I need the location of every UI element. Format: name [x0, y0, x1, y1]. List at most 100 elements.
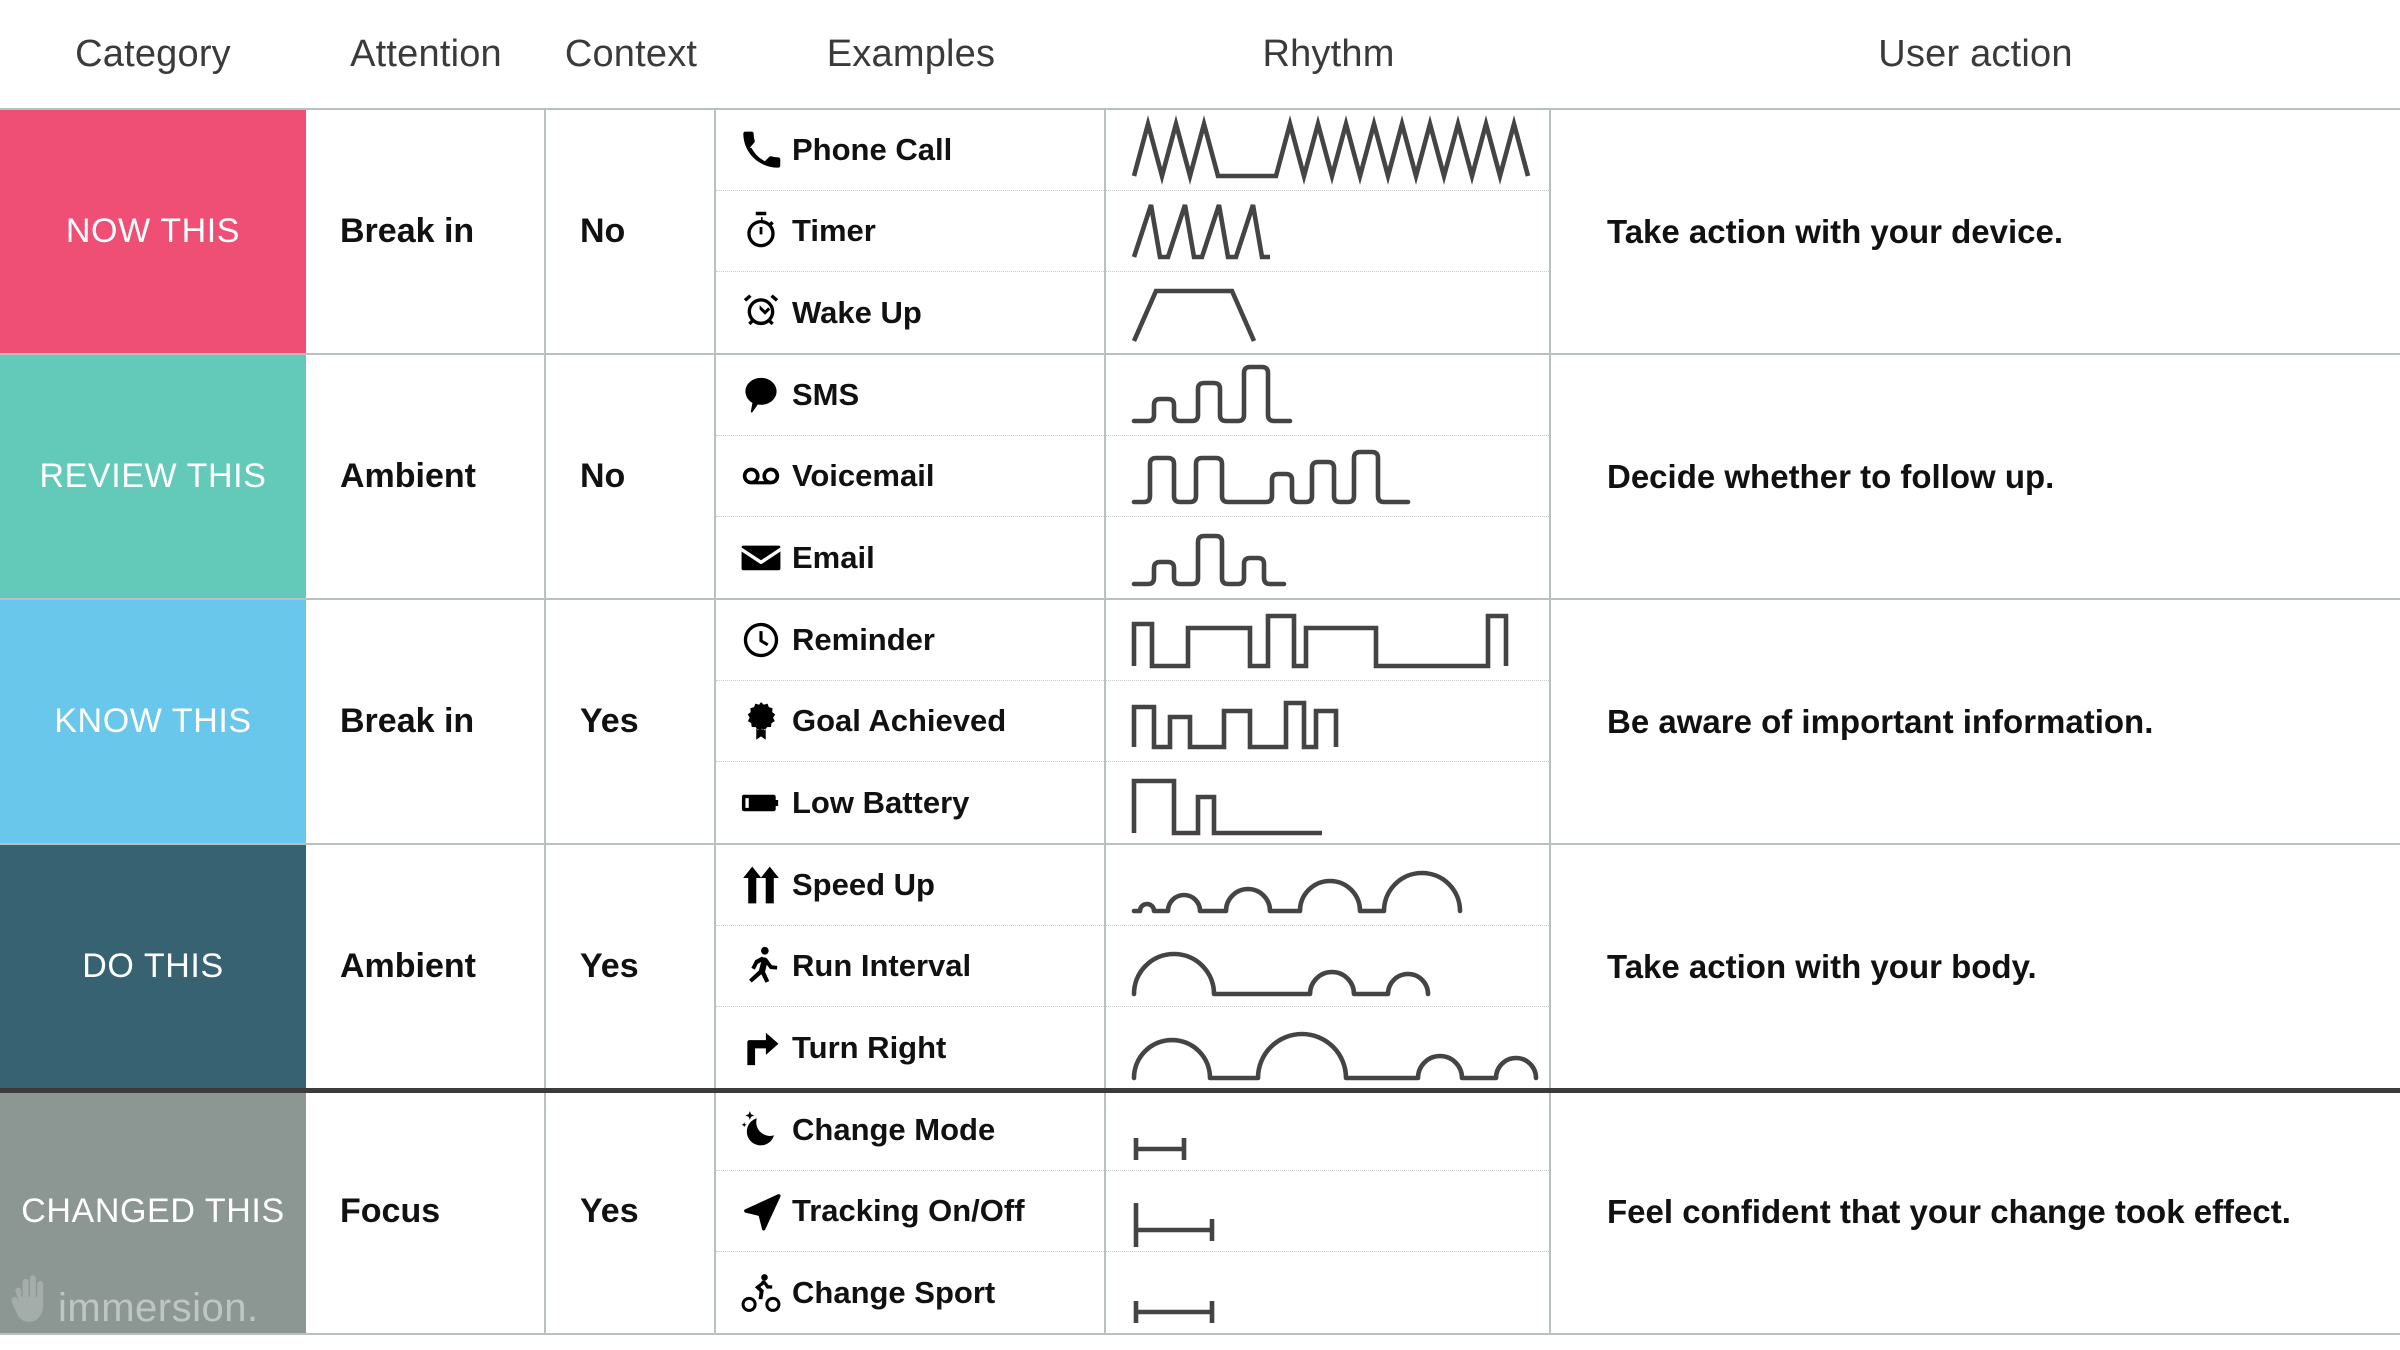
table-row: CHANGED THIS immersion. Focus Yes Change Mod…: [0, 1090, 2400, 1335]
context-value: Yes: [580, 702, 639, 740]
example-label: Reminder: [792, 622, 935, 657]
example-item: Speed Up: [716, 845, 1104, 926]
rhythm-cell: [1106, 110, 1551, 355]
example-item: Low Battery: [716, 762, 1104, 843]
rhythm-item: [1106, 681, 1549, 762]
hand-logo-icon: [8, 1274, 52, 1331]
turn-right-arrow-icon: [730, 1027, 792, 1069]
rhythm-item: [1106, 517, 1549, 598]
chat-bubble-icon: [730, 374, 792, 416]
category-label: REVIEW THIS: [39, 457, 267, 495]
user-action-cell: Feel confident that your change took eff…: [1551, 1090, 2400, 1335]
cyclist-icon: [730, 1272, 792, 1314]
context-cell: No: [546, 110, 716, 355]
example-label: Change Sport: [792, 1274, 996, 1310]
example-item: Wake Up: [716, 272, 1104, 353]
immersion-watermark: immersion.: [8, 1274, 259, 1331]
category-swatch-changed-this: CHANGED THIS immersion.: [0, 1090, 306, 1335]
rhythm-item: [1106, 845, 1549, 926]
attention-value: Ambient: [340, 947, 476, 985]
user-action-text: Take action with your body.: [1607, 947, 2037, 985]
rhythm-waveform-medium-bracket: [1126, 1257, 1566, 1329]
column-header-category: Category: [75, 32, 231, 75]
user-action-text: Be aware of important information.: [1607, 702, 2154, 740]
rhythm-waveform-four-triangles: [1126, 195, 1566, 267]
category-swatch-know-this: KNOW THIS: [0, 600, 306, 845]
battery-low-icon: [730, 782, 792, 824]
example-label: Turn Right: [792, 1029, 947, 1065]
rhythm-cell: [1106, 600, 1551, 845]
voicemail-icon: [730, 455, 792, 497]
category-swatch-now-this: NOW THIS: [0, 110, 306, 355]
moon-stars-icon: [730, 1109, 792, 1151]
context-value: Yes: [580, 1192, 639, 1230]
context-value: No: [580, 457, 626, 495]
rhythm-item: [1106, 1171, 1549, 1252]
example-item: Turn Right: [716, 1007, 1104, 1088]
rhythm-waveform-short-bracket: [1126, 1094, 1566, 1166]
envelope-icon: [730, 537, 792, 579]
example-label: Voicemail: [792, 458, 935, 493]
rhythm-waveform-mixed-arcs: [1126, 1012, 1566, 1084]
rhythm-item: [1106, 600, 1549, 681]
rhythm-waveform-wide-square-train: [1126, 604, 1566, 676]
example-item: Reminder: [716, 600, 1104, 681]
attention-value: Focus: [340, 1192, 441, 1230]
context-cell: Yes: [546, 600, 716, 845]
rhythm-waveform-tall-left-bracket: [1126, 1175, 1566, 1247]
example-item: Change Sport: [716, 1252, 1104, 1333]
stopwatch-icon: [730, 210, 792, 252]
category-swatch-do-this: DO THIS: [0, 845, 306, 1090]
user-action-text: Feel confident that your change took eff…: [1607, 1192, 2291, 1230]
category-swatch-review-this: REVIEW THIS: [0, 355, 306, 600]
rhythm-waveform-three-pulses-small-large-small: [1126, 522, 1566, 594]
user-action-cell: Take action with your body.: [1551, 845, 2400, 1090]
attention-value: Break in: [340, 212, 475, 250]
rhythm-cell: [1106, 1090, 1551, 1335]
example-item: Phone Call: [716, 110, 1104, 191]
phone-icon: [730, 129, 792, 171]
example-item: Change Mode: [716, 1090, 1104, 1171]
rhythm-item: [1106, 272, 1549, 353]
user-action-cell: Be aware of important information.: [1551, 600, 2400, 845]
column-header-rhythm: Rhythm: [1262, 32, 1395, 75]
example-item: Tracking On/Off: [716, 1171, 1104, 1252]
example-label: Phone Call: [792, 132, 953, 167]
context-cell: Yes: [546, 1090, 716, 1335]
context-value: Yes: [580, 947, 639, 985]
rhythm-waveform-single-trapezoid: [1126, 277, 1566, 349]
rhythm-item: [1106, 762, 1549, 843]
rhythm-waveform-short-square-train: [1126, 685, 1566, 757]
attention-value: Break in: [340, 702, 475, 740]
attention-cell: Focus: [306, 1090, 546, 1335]
rhythm-item: [1106, 1007, 1549, 1088]
context-value: No: [580, 212, 626, 250]
context-cell: No: [546, 355, 716, 600]
example-item: Run Interval: [716, 926, 1104, 1007]
user-action-cell: Take action with your device.: [1551, 110, 2400, 355]
example-label: Change Mode: [792, 1112, 996, 1147]
example-label: SMS: [792, 377, 860, 412]
column-header-attention: Attention: [350, 32, 502, 75]
rhythm-item: [1106, 436, 1549, 517]
example-label: Tracking On/Off: [792, 1193, 1025, 1228]
user-action-text: Take action with your device.: [1607, 212, 2064, 250]
runner-icon: [730, 945, 792, 987]
category-label: CHANGED THIS: [21, 1192, 285, 1230]
rhythm-waveform-tall-then-short-square: [1126, 767, 1566, 839]
watermark-text: immersion.: [58, 1286, 259, 1330]
example-label: Email: [792, 539, 875, 575]
rhythm-waveform-growing-arcs: [1126, 849, 1566, 921]
rhythm-item: [1106, 110, 1549, 191]
navigation-arrow-icon: [730, 1190, 792, 1232]
attention-cell: Break in: [306, 110, 546, 355]
user-action-cell: Decide whether to follow up.: [1551, 355, 2400, 600]
